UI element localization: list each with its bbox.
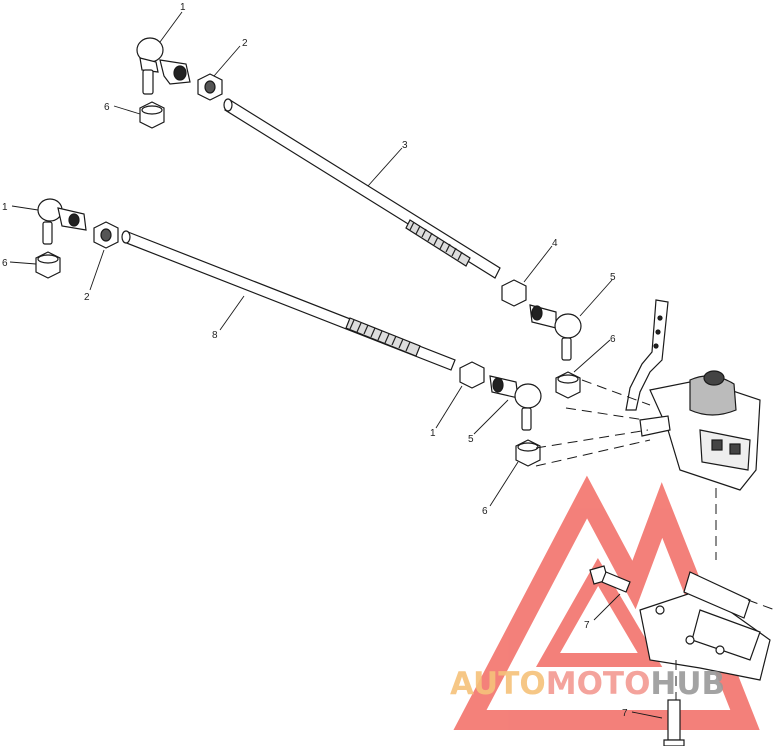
- leader-lines: [9, 11, 663, 719]
- left-nut-6: [35, 251, 61, 279]
- watermark-logo: [453, 475, 760, 730]
- watermark-auto: AUTO: [450, 666, 546, 702]
- right-ball-joint-5: [529, 304, 582, 361]
- callout-4: 4: [552, 238, 558, 249]
- low-ball-joint-5: [489, 375, 542, 431]
- callout-2-left: 2: [84, 292, 90, 303]
- watermark-triangle-inner: [535, 558, 663, 667]
- callout-6-low: 6: [482, 506, 488, 517]
- watermark-hub: HUB: [650, 666, 725, 702]
- bolt-7-bottom: [663, 699, 685, 746]
- upper-ball-joint: [136, 37, 191, 95]
- upper-nut-6: [139, 101, 165, 129]
- callout-1-top: 1: [180, 2, 186, 13]
- right-nut-6-mid: [555, 371, 581, 399]
- bolt-7-mid: [589, 565, 631, 593]
- callout-2-top: 2: [242, 38, 248, 49]
- watermark-text: AUTOMOTOHUB: [450, 666, 725, 702]
- shift-lever: [625, 299, 669, 411]
- shifter-housing: [639, 370, 761, 491]
- watermark-triangle-outer: [453, 475, 760, 730]
- mounting-bracket: [639, 571, 771, 681]
- lower-tie-rod-8: [121, 230, 456, 371]
- callout-7-bottom: 7: [622, 708, 628, 719]
- right-nut-4: [501, 279, 527, 307]
- left-nut-2: [93, 221, 119, 249]
- upper-nut-2: [197, 73, 223, 101]
- callout-6-left: 6: [2, 258, 8, 269]
- upper-tie-rod-3: [223, 98, 501, 279]
- callout-3: 3: [402, 140, 408, 151]
- callout-6-mid: 6: [610, 334, 616, 345]
- watermark-moto: MOTO: [546, 666, 651, 702]
- callout-5-right: 5: [610, 272, 616, 283]
- callout-5-low: 5: [468, 434, 474, 445]
- assembly-lines: [535, 379, 776, 700]
- callout-7-mid: 7: [584, 620, 590, 631]
- callout-6-top: 6: [104, 102, 110, 113]
- callout-1-left: 1: [2, 202, 8, 213]
- left-ball-joint: [37, 198, 87, 245]
- callout-1-low: 1: [430, 428, 436, 439]
- callout-8: 8: [212, 330, 218, 341]
- low-nut-1: [459, 361, 485, 389]
- low-nut-6: [515, 439, 541, 467]
- callout-labels: 1 2 6 3 1 6 2 8 4 5 6 1 5 6 7 7: [2, 2, 628, 719]
